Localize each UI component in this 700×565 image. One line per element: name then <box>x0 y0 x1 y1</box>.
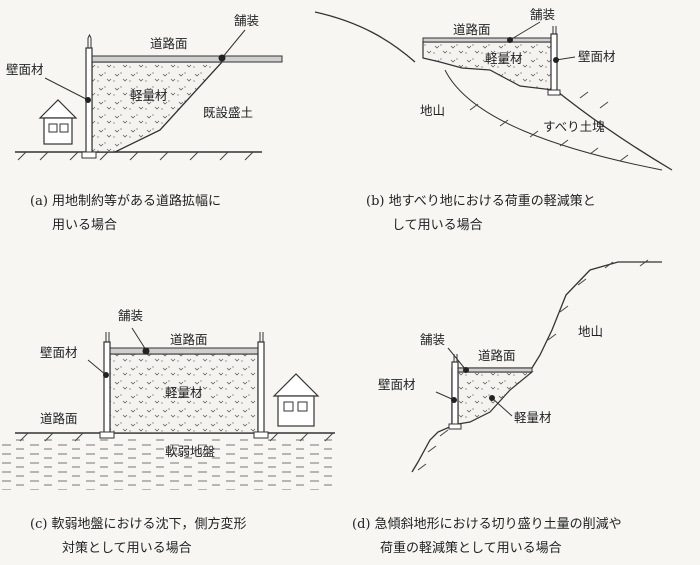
pavement-marker <box>218 54 226 62</box>
wall-leader <box>435 391 455 401</box>
wall-footing-left <box>99 431 115 439</box>
label-lightweight: 軽量材 <box>514 410 552 425</box>
wall-leader <box>44 77 89 101</box>
wall-marker <box>85 97 91 103</box>
wall-footing <box>81 151 97 159</box>
caption-d-line1: (d) 急傾斜地形における切り盛り土量の削減や <box>352 516 622 532</box>
caption-b-line1: (b) 地すべり地における荷重の軽減策と <box>366 193 596 209</box>
label-soft-ground: 軟弱地盤 <box>165 444 216 459</box>
pavement-layer <box>457 367 533 373</box>
wall-marker <box>451 397 457 403</box>
ground-hatch <box>17 151 254 161</box>
pavement-leader <box>221 29 246 59</box>
label-wall: 壁面材 <box>378 377 416 392</box>
pavement-layer <box>91 55 283 63</box>
caption-d-line2: 荷重の軽減策として用いる場合 <box>380 540 562 556</box>
pavement-leader <box>509 21 541 41</box>
panel-d: 舗装 道路面 壁面材 軽量材 地山 <box>378 259 662 473</box>
pavement-marker <box>463 367 469 373</box>
label-pavement: 舗装 <box>118 308 143 323</box>
soft-ground-layer <box>0 438 335 490</box>
caption-a-line2: 用いる場合 <box>52 218 117 233</box>
wall-marker <box>103 372 109 378</box>
house-icon <box>272 373 320 427</box>
label-pavement: 舗装 <box>530 7 555 22</box>
wall-footing <box>547 89 561 96</box>
lightweight-fill-block <box>422 41 554 91</box>
upper-slope-hatch <box>547 259 649 341</box>
wall-panel <box>451 361 459 427</box>
guard-rail-post <box>552 26 557 34</box>
slope-upper <box>314 11 416 63</box>
panel-a: 舗装 道路面 壁面材 軽量材 既設盛土 <box>6 13 283 161</box>
label-wall: 壁面材 <box>6 62 44 77</box>
pavement-marker <box>142 347 150 355</box>
wall-leader <box>555 56 576 61</box>
caption-c-line2: 対策として用いる場合 <box>62 540 192 556</box>
wall-panel <box>550 33 558 93</box>
lightweight-leader <box>491 397 513 417</box>
label-road-surface-left: 道路面 <box>40 411 78 426</box>
slip-surface <box>444 69 663 171</box>
lightweight-marker <box>489 395 495 401</box>
caption-a-line1: (a) 用地制約等がある道路拡幅に <box>30 193 221 209</box>
label-slide-block: すべり土塊 <box>543 119 605 134</box>
wall-panel-right <box>257 341 265 437</box>
label-lightweight: 軽量材 <box>485 51 523 66</box>
wall-leader <box>87 359 107 376</box>
lower-slope-hatch <box>417 429 449 471</box>
slope-hatch <box>469 91 629 162</box>
wall-footing <box>448 423 462 430</box>
captions: (a) 用地制約等がある道路拡幅に 用いる場合 (b) 地すべり地における荷重の… <box>30 193 622 556</box>
panel-b: 舗装 道路面 壁面材 軽量材 地山 すべり土塊 <box>314 7 673 171</box>
label-wall: 壁面材 <box>578 49 616 64</box>
pavement-marker <box>507 37 513 43</box>
pavement-layer <box>109 347 259 355</box>
caption-c-line1: (c) 軟弱地盤における沈下，側方変形 <box>30 516 247 532</box>
step-edge <box>114 61 223 153</box>
wall-panel-left <box>103 341 111 437</box>
label-road-surface: 道路面 <box>478 348 516 363</box>
panel-c: 舗装 道路面 壁面材 軽量材 道路面 軟弱地盤 <box>0 308 335 490</box>
guard-rail-post <box>87 33 92 48</box>
label-ground: 地山 <box>420 103 445 118</box>
pavement-layer <box>422 37 554 43</box>
ground-hatch <box>19 432 334 442</box>
label-road-surface: 道路面 <box>150 36 188 51</box>
wall-marker <box>553 57 559 63</box>
label-wall: 壁面材 <box>40 345 78 360</box>
label-road-surface: 道路面 <box>170 332 208 347</box>
pavement-leader <box>131 327 147 351</box>
pavement-leader <box>447 347 467 371</box>
label-pavement: 舗装 <box>420 332 445 347</box>
terrain-profile <box>411 261 662 473</box>
house-icon <box>38 99 78 145</box>
slope-lower <box>552 87 673 171</box>
guard-rail-posts <box>105 332 264 342</box>
label-pavement: 舗装 <box>234 13 259 28</box>
caption-b-line2: して用いる場合 <box>392 218 483 233</box>
label-lightweight: 軽量材 <box>165 385 203 400</box>
label-road-surface: 道路面 <box>453 22 491 37</box>
label-ground: 地山 <box>578 324 603 339</box>
wall-footing-right <box>253 431 269 439</box>
label-existing-fill: 既設盛土 <box>203 105 253 120</box>
label-lightweight: 軽量材 <box>130 88 168 103</box>
